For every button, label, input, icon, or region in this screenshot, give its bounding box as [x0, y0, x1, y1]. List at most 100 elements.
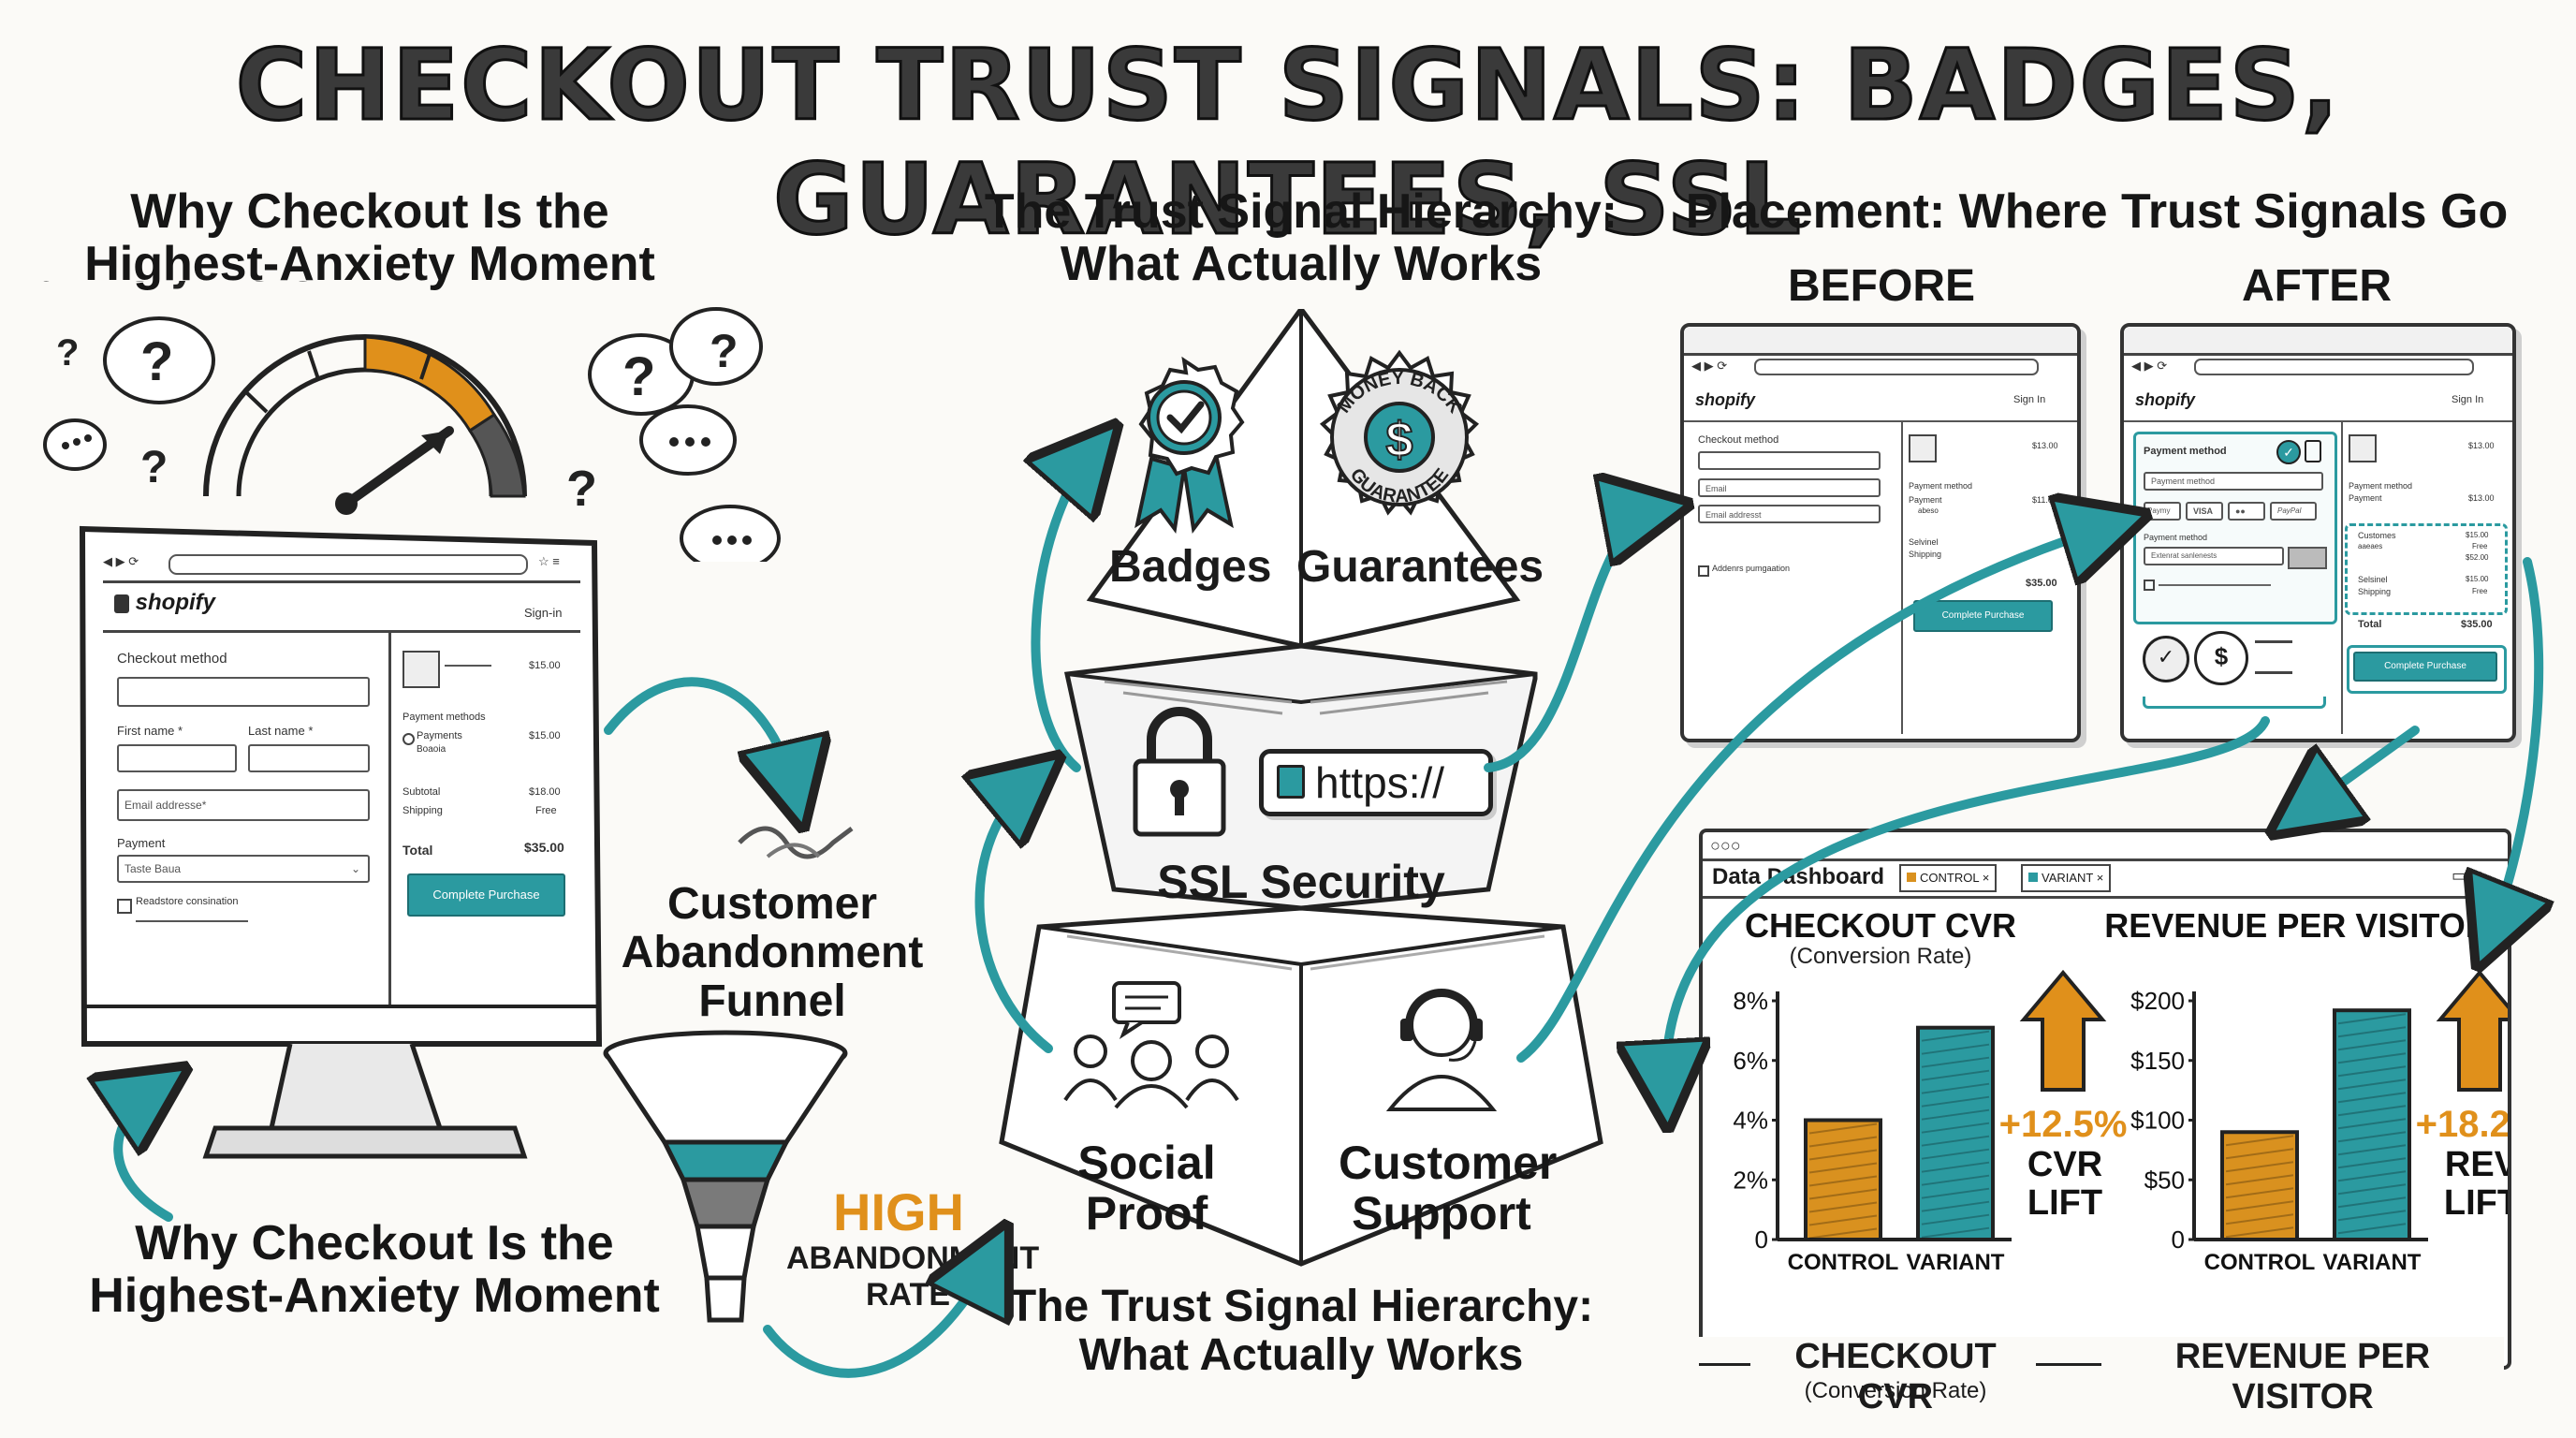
- after-v5: Free: [2472, 587, 2488, 595]
- tag-control[interactable]: CONTROL ×: [1899, 864, 1998, 892]
- after-signin[interactable]: Sign In: [2452, 394, 2484, 405]
- star-icon[interactable]: ☆ ≡: [538, 554, 560, 568]
- customer-support-label: Customer Support: [1339, 1137, 1557, 1240]
- shopify-brand-text: shopify: [135, 590, 216, 615]
- dashboard-menu-icon[interactable]: ▭ ≡: [2452, 866, 2482, 885]
- y-tick-label: $200: [2130, 987, 2185, 1015]
- tag-control-label: CONTROL: [1920, 871, 1980, 885]
- payments-sub: Boaoia: [417, 744, 446, 755]
- left-heading-bottom: Why Checkout Is the Highest-Anxiety Mome…: [56, 1217, 693, 1322]
- svg-text:?: ?: [710, 325, 739, 377]
- after-checkbox[interactable]: [2144, 580, 2155, 591]
- after-pm-select[interactable]: Payment method: [2144, 472, 2323, 491]
- funnel-heading: Customer Abandonment Funnel: [599, 880, 945, 1025]
- before-sel: Selvinel: [1909, 537, 1939, 547]
- after-nav-icon[interactable]: ◀ ▶ ⟳: [2131, 359, 2168, 373]
- first-name-input[interactable]: [117, 744, 237, 772]
- after-cust-sub: aaeaes: [2358, 542, 2383, 550]
- checkbox-line: [136, 920, 248, 922]
- customer-support-line2: Support: [1352, 1187, 1531, 1240]
- bar-hatch: [1921, 1174, 1990, 1186]
- bar-hatch: [2337, 1078, 2407, 1091]
- bar-hatch: [2337, 1118, 2407, 1130]
- checkbox[interactable]: [117, 899, 132, 914]
- hierarchy-heading-bottom: The Trust Signal Hierarchy: What Actuall…: [1002, 1283, 1601, 1380]
- first-name-label: First name *: [117, 724, 183, 738]
- after-v4: $15.00: [2466, 575, 2489, 583]
- lift-value: +12.5%: [1999, 1104, 2128, 1145]
- bar-hatch: [1808, 1188, 1878, 1200]
- nav-arrows-icon[interactable]: ◀ ▶ ⟳: [103, 554, 139, 568]
- signin-link[interactable]: Sign-in: [524, 606, 563, 620]
- social-proof-line2: Proof: [1085, 1187, 1208, 1240]
- thought-bubbles: [43, 307, 781, 562]
- y-tick-label: 0: [2172, 1225, 2185, 1254]
- svg-text:?: ?: [56, 332, 79, 374]
- bar-hatch: [1808, 1201, 1878, 1213]
- footer-right-title: REVENUE PER VISITOR: [2174, 1337, 2431, 1416]
- after-col-divider: [2341, 420, 2343, 734]
- after-ext-button[interactable]: [2288, 547, 2327, 569]
- left-heading-bottom-line1: Why Checkout Is the: [135, 1216, 614, 1270]
- bar-hatch: [2225, 1226, 2294, 1239]
- after-cust: Customes: [2358, 531, 2396, 540]
- after-address-bar[interactable]: [2194, 359, 2474, 375]
- card-logo-visa: VISA: [2186, 502, 2223, 521]
- total-label: Total: [402, 843, 433, 858]
- abandonment-funnel: [603, 1030, 848, 1323]
- column-divider: [388, 630, 391, 1005]
- shopify-logo: shopify: [114, 590, 215, 616]
- before-address-bar[interactable]: [1754, 359, 2039, 375]
- ribbon-scribble: [738, 826, 854, 859]
- bar-hatch: [1921, 1161, 1990, 1173]
- before-method-input[interactable]: [1698, 451, 1881, 470]
- lift-label-1: REV: [2445, 1145, 2508, 1184]
- before-window-titlebar: [1684, 327, 2077, 356]
- after-trust-badge-icon: ✓: [2143, 636, 2189, 682]
- before-checkbox[interactable]: [1698, 565, 1709, 577]
- email-input[interactable]: Email addresse*: [117, 789, 370, 821]
- before-complete-purchase-button[interactable]: Complete Purchase: [1913, 600, 2053, 632]
- close-icon[interactable]: ×: [2096, 871, 2104, 885]
- before-signin[interactable]: Sign In: [2013, 394, 2046, 405]
- checkout-method-label: Checkout method: [117, 651, 227, 667]
- before-thumb: [1909, 434, 1937, 462]
- before-col-divider: [1901, 420, 1903, 734]
- after-complete-purchase-button[interactable]: Complete Purchase: [2353, 652, 2497, 682]
- tag-variant[interactable]: VARIANT ×: [2021, 864, 2112, 892]
- money-back-guarantee-seal-icon: $ MONEY BACK GUARANTEE: [1319, 349, 1480, 516]
- before-price2: $11.00: [2032, 495, 2057, 505]
- before-checkbox-label: Addenrs pumgaation: [1712, 564, 1791, 573]
- dashboard-top-divider: [1703, 858, 2508, 861]
- address-bar[interactable]: [168, 554, 528, 575]
- after-total-label: Total: [2358, 619, 2382, 630]
- before-email2-input[interactable]: Email addresst: [1698, 505, 1881, 523]
- before-ship: Shipping: [1909, 550, 1942, 559]
- bar-hatch: [1808, 1175, 1878, 1187]
- social-proof-people-icon: [1063, 981, 1239, 1109]
- payment-select[interactable]: Taste Baua ⌄: [117, 855, 370, 883]
- before-nav-icon[interactable]: ◀ ▶ ⟳: [1691, 359, 1728, 373]
- before-divider: [1684, 420, 2077, 422]
- last-name-input[interactable]: [248, 744, 370, 772]
- payments-radio[interactable]: [402, 733, 415, 745]
- after-card-logos: Paymy VISA ●● PayPal: [2144, 502, 2323, 522]
- bar-hatch: [2225, 1148, 2294, 1160]
- after-guarantee-seal-icon: $: [2194, 631, 2248, 685]
- after-price1: $13.00: [2468, 441, 2495, 450]
- before-email-input[interactable]: Email: [1698, 478, 1881, 497]
- bar-hatch: [1808, 1149, 1878, 1161]
- lift-up-arrow-icon: [2436, 969, 2508, 1092]
- complete-purchase-button[interactable]: Complete Purchase: [407, 873, 565, 917]
- checkout-method-input[interactable]: [117, 677, 370, 707]
- footer-line-mid: [2036, 1363, 2101, 1366]
- after-ext-input[interactable]: Extenrat sanlenests: [2144, 547, 2284, 565]
- close-icon[interactable]: ×: [1982, 871, 1990, 885]
- hierarchy-heading-bottom-line2: What Actually Works: [1078, 1329, 1524, 1380]
- left-heading-bottom-line2: Highest-Anxiety Moment: [89, 1269, 660, 1324]
- shipping-value: Free: [535, 805, 557, 816]
- left-heading-top-line1: Why Checkout Is the: [130, 184, 609, 239]
- payment-label: Payment: [117, 836, 166, 850]
- ssl-security-label: SSL Security: [1157, 856, 1445, 908]
- bar-hatch: [1808, 1136, 1878, 1148]
